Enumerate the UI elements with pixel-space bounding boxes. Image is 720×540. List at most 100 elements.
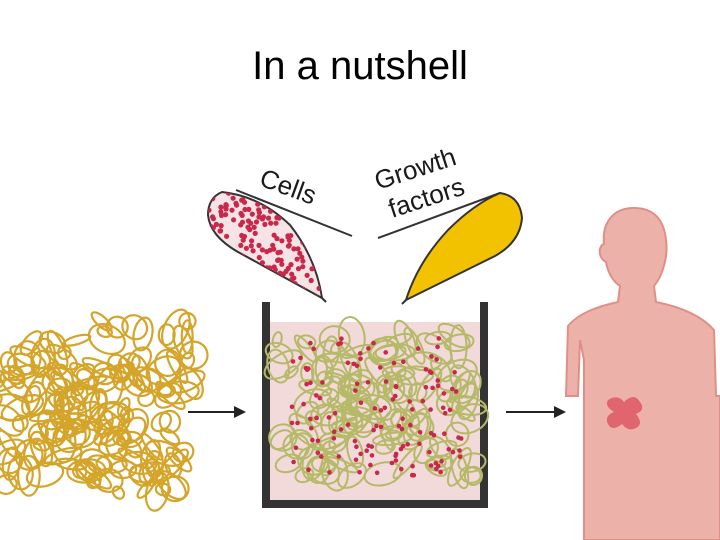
cell-dot [227, 275, 233, 281]
scaffold-fiber [274, 453, 303, 474]
cell-dot [256, 209, 262, 216]
scaffold-fiber [415, 332, 453, 365]
cell-dot [357, 469, 362, 475]
cell-dot [272, 267, 278, 273]
cell-dot [291, 275, 297, 281]
cell-dot [320, 238, 322, 244]
cell-dot [233, 200, 239, 206]
cell-dot [304, 272, 310, 278]
cell-dot [429, 370, 434, 376]
cell-dot [208, 232, 213, 239]
cell-dot [225, 280, 231, 286]
cell-dot [240, 237, 246, 243]
scaffold-fiber [165, 350, 189, 385]
cell-dot [308, 380, 313, 386]
scaffold-fiber [58, 385, 101, 415]
cell-dot [279, 238, 285, 244]
cell-dot [289, 404, 295, 410]
cell-dot [450, 386, 455, 392]
cell-dot [252, 230, 258, 236]
cell-dot [358, 400, 364, 406]
cell-dot [396, 423, 402, 429]
cell-dot [305, 209, 311, 215]
cell-dot [423, 385, 429, 390]
cell-dot [243, 245, 249, 251]
scaffold-fiber [389, 385, 418, 420]
cell-dot [288, 233, 294, 239]
cell-dot [308, 416, 313, 422]
cell-dot [415, 346, 421, 351]
cell-dot [315, 438, 321, 444]
cell-dot [295, 420, 300, 426]
cell-dot [303, 227, 309, 233]
cell-dot [400, 443, 406, 449]
scaffold-fiber [384, 429, 402, 440]
scaffold-fiber [0, 438, 27, 466]
cell-dot [277, 292, 283, 298]
scaffold-fiber [310, 452, 340, 473]
cell-dot [286, 237, 292, 243]
scaffold-fiber [371, 431, 413, 447]
scaffold-fiber [297, 334, 317, 350]
cell-dot [450, 449, 456, 455]
scaffold-fiber [384, 371, 404, 389]
cell-dot [208, 248, 213, 255]
scaffold-fiber [457, 452, 487, 473]
cell-dot [214, 296, 220, 298]
scaffold-fiber [71, 381, 85, 397]
scaffold-fiber [301, 442, 327, 481]
scaffold-fiber [121, 314, 149, 341]
cell-dot [218, 223, 224, 229]
slide-title: In a nutshell [252, 44, 468, 88]
cell-dot [259, 260, 265, 266]
cell-dot [378, 365, 383, 370]
cell-dot [245, 218, 252, 224]
cell-dot [253, 219, 260, 225]
cell-dot [358, 351, 363, 356]
cell-dot [286, 203, 292, 209]
cell-dot [390, 397, 396, 402]
cell-dot [314, 393, 319, 398]
cell-dot [249, 238, 255, 244]
cell-dot [314, 210, 320, 216]
cell-dot [435, 344, 440, 350]
cell-dot [213, 221, 219, 227]
cell-dot [265, 291, 271, 298]
cell-dot [248, 243, 254, 249]
cell-dot [300, 209, 306, 215]
cell-dot [278, 200, 284, 206]
cell-dot [291, 246, 297, 252]
scaffold-fiber [298, 379, 333, 397]
cell-dot [309, 425, 314, 431]
cell-dot [238, 242, 244, 248]
cell-dot [256, 254, 262, 261]
cell-dot [273, 220, 279, 226]
cell-dot [423, 367, 429, 372]
scaffold-fiber [137, 389, 156, 408]
cell-dot [239, 260, 245, 266]
scaffold-fiber [0, 393, 31, 422]
cell-dot [308, 340, 313, 346]
scaffold-fiber [403, 326, 426, 365]
fiber-scaffold-icon [0, 308, 209, 512]
scaffold-fiber [105, 315, 129, 339]
scaffold-fiber [172, 324, 194, 360]
cell-dot [256, 192, 262, 198]
scaffold-fiber [320, 388, 340, 407]
cell-dot [327, 470, 332, 475]
scaffold-fiber [158, 409, 182, 434]
cell-dot [224, 271, 230, 277]
scaffold-fiber [69, 420, 102, 449]
cell-dot [246, 206, 252, 212]
scaffold-fiber [355, 394, 392, 421]
scaffold-fiber [180, 319, 194, 355]
scaffold-fiber [90, 311, 113, 332]
cell-dot [353, 457, 359, 463]
cell-dot [264, 269, 270, 275]
cell-dot [371, 427, 376, 433]
scaffold-fiber [47, 393, 75, 413]
scaffold-fiber [105, 431, 128, 461]
cell-dot [435, 383, 441, 389]
cell-dot [215, 272, 221, 278]
cell-dot [297, 250, 303, 256]
